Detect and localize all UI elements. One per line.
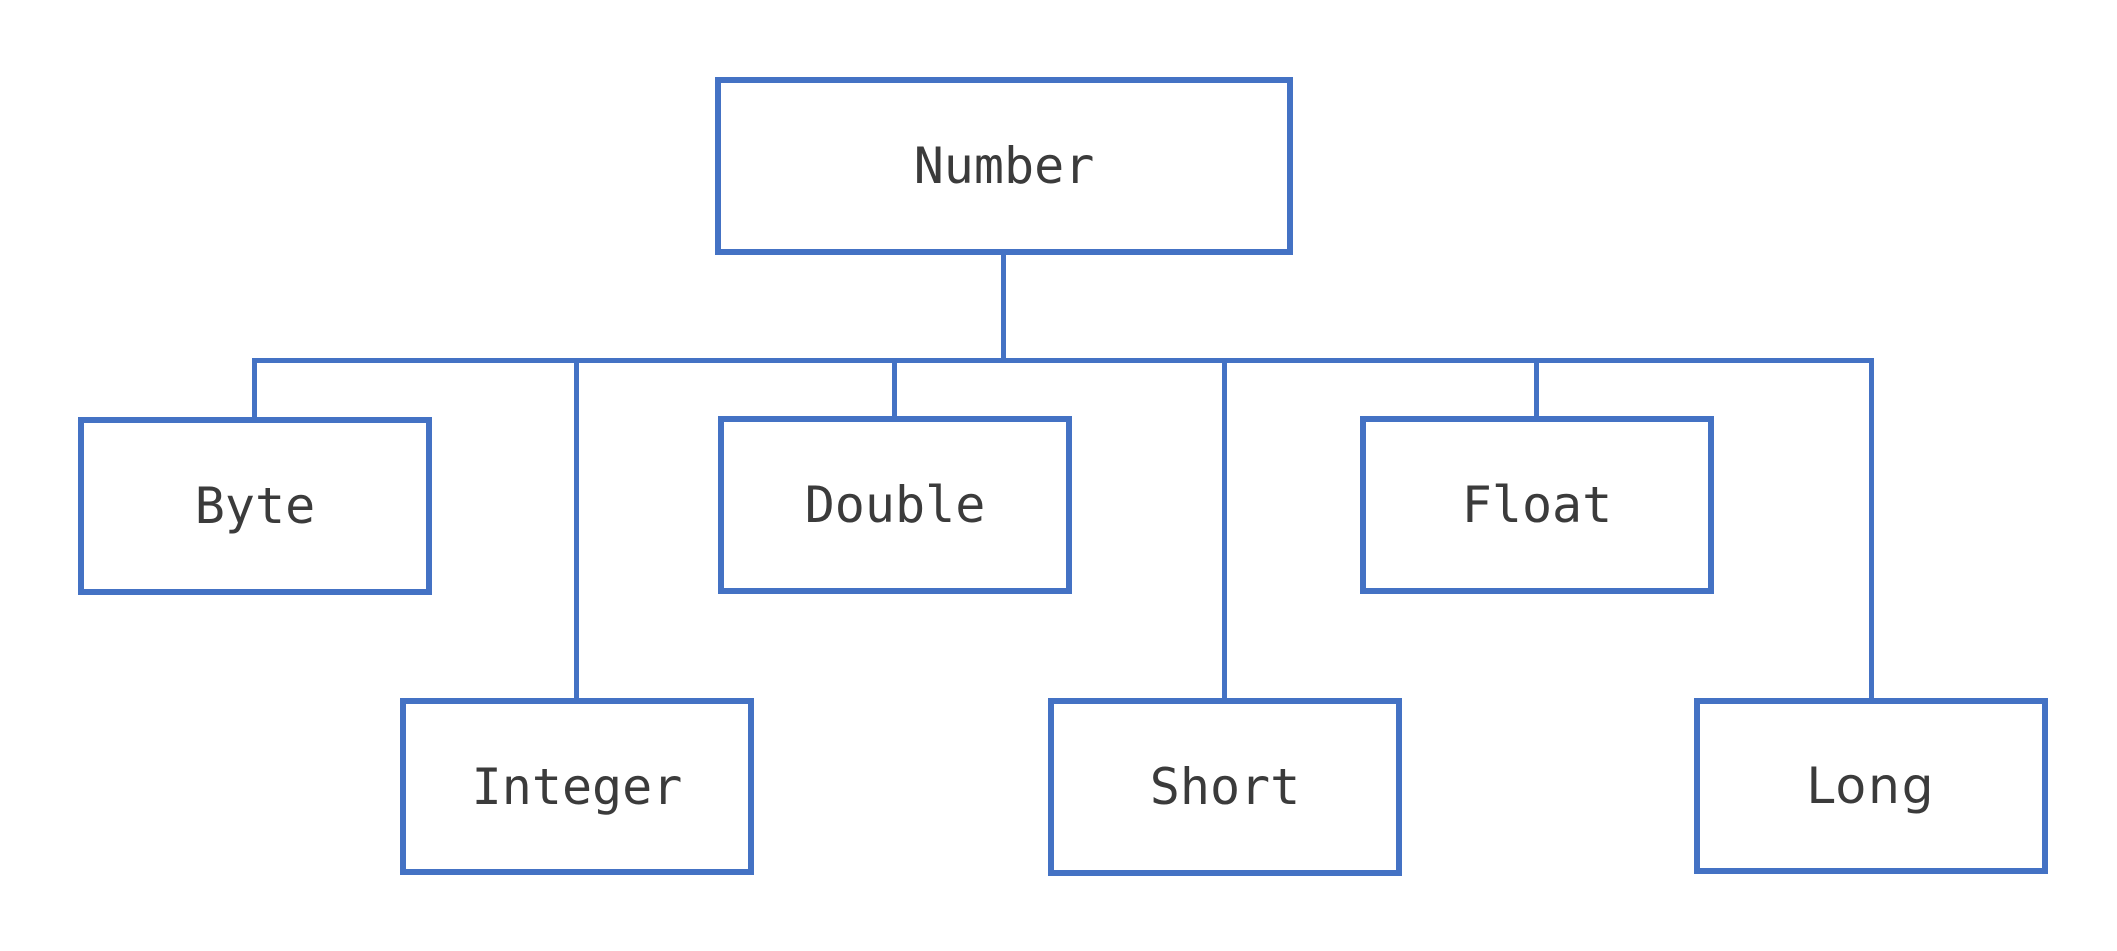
- connector-drop-double: [892, 358, 897, 421]
- node-double: Double: [718, 416, 1072, 594]
- node-integer: Integer: [400, 698, 754, 875]
- connector-drop-short: [1222, 358, 1227, 703]
- node-short-label: Short: [1149, 758, 1301, 816]
- node-number: Number: [715, 77, 1293, 255]
- node-number-label: Number: [913, 137, 1095, 195]
- node-double-label: Double: [804, 476, 986, 534]
- connector-drop-long: [1869, 358, 1874, 703]
- connector-drop-integer: [574, 358, 579, 703]
- connector-root-stem: [1001, 252, 1006, 362]
- node-short: Short: [1048, 698, 1402, 876]
- node-float: Float: [1360, 416, 1714, 594]
- connector-drop-float: [1534, 358, 1539, 421]
- node-integer-label: Integer: [471, 757, 683, 816]
- node-float-label: Float: [1461, 476, 1613, 534]
- connector-bus-line: [252, 358, 1874, 363]
- connector-drop-byte: [252, 358, 257, 422]
- node-byte: Byte: [78, 417, 432, 595]
- node-long: Long: [1694, 698, 2048, 874]
- node-byte-label: Byte: [194, 477, 316, 535]
- node-long-label: Long: [1806, 757, 1936, 815]
